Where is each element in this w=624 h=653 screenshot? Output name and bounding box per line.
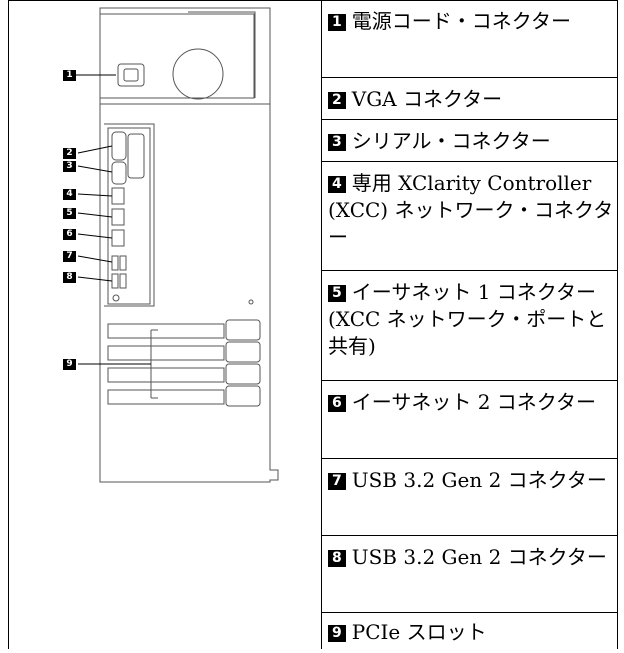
callout-6: 6 (63, 229, 76, 240)
server-rear-diagram (76, 7, 279, 483)
legend-number: 8 (328, 550, 346, 567)
legend-number: 4 (328, 176, 346, 193)
table-divider (321, 0, 322, 649)
legend-row: 8 USB 3.2 Gen 2 コネクター (322, 536, 622, 611)
legend-row: 6 イーサネット 2 コネクター (322, 381, 622, 457)
legend-row: 7 USB 3.2 Gen 2 コネクター (322, 459, 622, 534)
eth1-port (111, 208, 125, 226)
table-border-right (617, 0, 618, 649)
callout-9: 9 (63, 359, 76, 370)
legend-text: 専用 XClarity Controller (XCC) ネットワーク・コネクタ… (328, 171, 614, 249)
legend-number: 7 (328, 473, 346, 490)
io-panel (107, 127, 151, 305)
callout-2: 2 (63, 148, 76, 159)
rear-view-illustration: 1 2 3 4 5 6 7 8 9 (8, 0, 328, 649)
usb-port-b (111, 273, 119, 289)
eth2-port (111, 229, 125, 247)
callout-7: 7 (63, 251, 76, 262)
vga-port (111, 131, 127, 161)
pcie-slot-3 (107, 367, 225, 383)
legend-text: イーサネット 1 コネクター (XCC ネットワーク・ポートと共有) (328, 280, 607, 358)
legend-text: 電源コード・コネクター (351, 9, 571, 33)
legend-number: 9 (328, 625, 346, 642)
serial-port (111, 161, 127, 185)
connector-table: 1 2 3 4 5 6 7 8 9 1 電源コード・コネクター 2 VGA コネクタ… (8, 0, 618, 649)
table-border-top (8, 0, 618, 1)
legend-row: 9 PCIe スロット (322, 613, 622, 649)
legend-text: USB 3.2 Gen 2 コネクター (351, 545, 607, 569)
legend-number: 1 (328, 14, 346, 31)
callout-4: 4 (63, 189, 76, 200)
legend-number: 2 (328, 92, 346, 109)
callout-8: 8 (63, 272, 76, 283)
legend-row: 2 VGA コネクター (322, 78, 622, 118)
pcie-slot-1 (107, 323, 225, 339)
legend-number: 5 (328, 285, 346, 302)
legend-row: 3 シリアル・コネクター (322, 120, 622, 160)
pcie-slot-4 (107, 389, 225, 405)
legend-text: イーサネット 2 コネクター (351, 390, 596, 414)
table-border-left (8, 0, 9, 649)
callout-1: 1 (63, 70, 76, 81)
legend-text: USB 3.2 Gen 2 コネクター (351, 468, 607, 492)
power-inlet (117, 63, 145, 87)
usb-port-a (111, 255, 119, 271)
xcc-port (111, 187, 125, 205)
callout-3: 3 (63, 161, 76, 172)
legend-number: 6 (328, 395, 346, 412)
callout-5: 5 (63, 208, 76, 219)
pcie-slot-2 (107, 345, 225, 361)
legend-text: PCIe スロット (351, 620, 487, 644)
legend-text: シリアル・コネクター (351, 129, 551, 153)
legend-row: 1 電源コード・コネクター (322, 0, 622, 77)
psu-fan-circle (172, 48, 224, 100)
legend-text: VGA コネクター (351, 87, 503, 111)
legend-number: 3 (328, 134, 346, 151)
